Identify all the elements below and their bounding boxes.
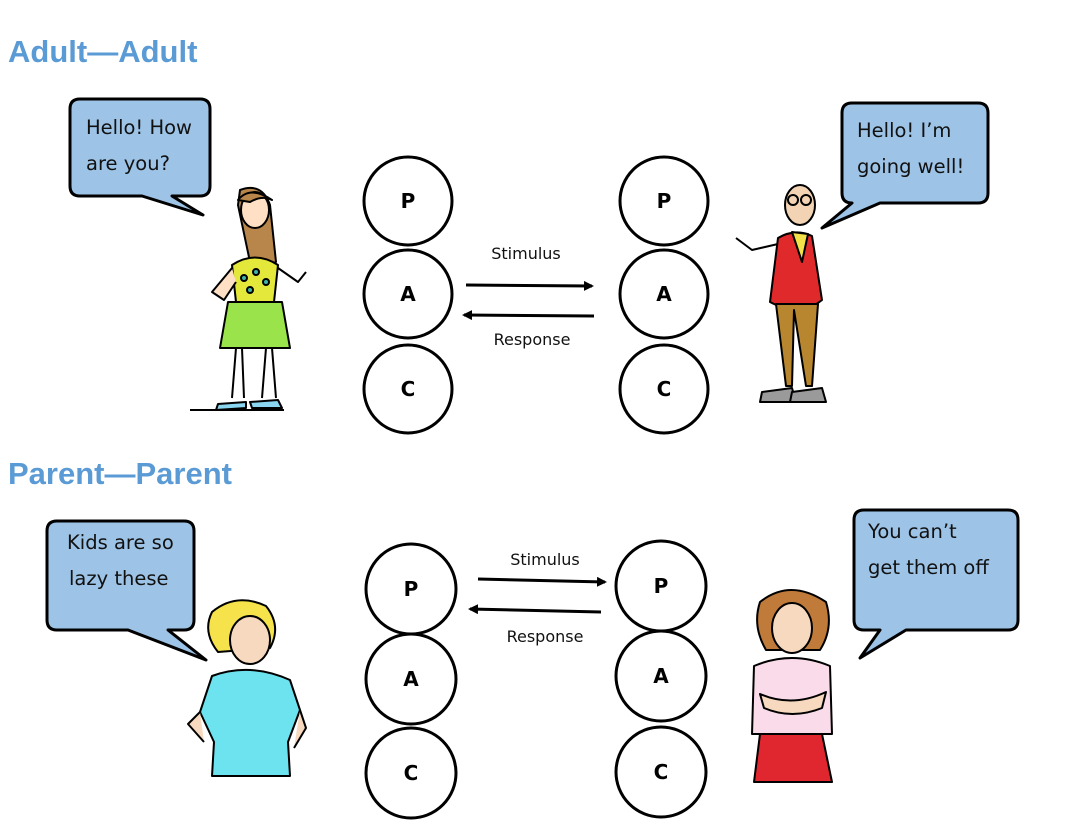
ego-label-adult: A: [656, 282, 672, 306]
stimulus-label: Stimulus: [510, 550, 580, 569]
section-title-adult-adult: Adult—Adult: [8, 34, 198, 69]
ego-label-child: C: [403, 761, 419, 785]
speech-text-line: Kids are so: [67, 531, 174, 554]
right-ego-states: [618, 155, 710, 435]
speech-bubble-right: [852, 508, 1020, 660]
speech-text-line: are you?: [86, 152, 170, 175]
blonde-woman-character-illustration: [187, 599, 307, 777]
ego-label-parent: P: [653, 574, 669, 598]
ego-label-child: C: [653, 760, 669, 784]
ego-circle-parent: [618, 155, 710, 247]
ego-label-parent: P: [656, 189, 672, 213]
ego-label-child: C: [656, 377, 672, 401]
right-ego-states: [614, 539, 708, 819]
stimulus-arrow: [477, 576, 607, 587]
speech-text-line: lazy these: [69, 567, 169, 590]
ego-circle-adult: [618, 248, 710, 340]
frowning-woman-character-illustration: [751, 589, 833, 783]
response-label: Response: [493, 330, 571, 349]
speech-bubble-left: [68, 97, 212, 217]
left-ego-states: [362, 155, 454, 435]
ego-circle-adult: [614, 629, 708, 723]
stimulus-label: Stimulus: [491, 244, 561, 263]
ego-label-adult: A: [403, 667, 419, 691]
ego-circle-adult: [362, 248, 454, 340]
ego-label-adult: A: [653, 664, 669, 688]
ego-circle-parent: [362, 155, 454, 247]
left-ego-states: [364, 542, 458, 820]
speech-text-line: You can’t: [868, 520, 957, 543]
ego-label-adult: A: [400, 282, 416, 306]
ego-circle-child: [362, 343, 454, 435]
speech-bubble-left: [45, 519, 208, 662]
speech-text-line: Hello! I’m: [857, 119, 952, 142]
speech-text-line: going well!: [857, 155, 965, 178]
woman-character-illustration: [190, 186, 307, 411]
response-arrow: [462, 310, 595, 321]
speech-text-line: get them off: [868, 556, 989, 579]
stimulus-arrow: [465, 280, 594, 291]
response-arrow: [468, 604, 602, 615]
man-character-illustration: [735, 184, 827, 403]
ego-circle-child: [618, 343, 710, 435]
ego-circle-child: [364, 726, 458, 820]
section-title-parent-parent: Parent—Parent: [8, 456, 232, 491]
speech-text-line: Hello! How: [86, 116, 192, 139]
ego-circle-child: [614, 725, 708, 819]
ego-label-parent: P: [400, 189, 416, 213]
ego-label-child: C: [400, 377, 416, 401]
speech-bubble-right: [820, 101, 990, 230]
ego-circle-adult: [364, 632, 458, 726]
ego-label-parent: P: [403, 577, 419, 601]
response-label: Response: [506, 627, 584, 646]
